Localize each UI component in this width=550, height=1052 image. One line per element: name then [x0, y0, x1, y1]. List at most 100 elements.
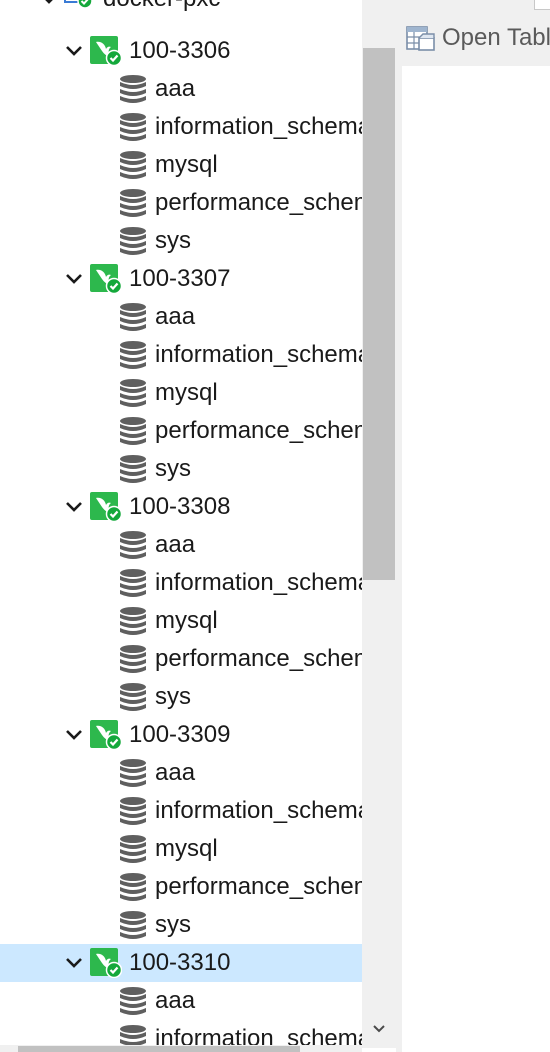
database-label: information_schema — [155, 113, 362, 140]
table-icon — [406, 24, 436, 52]
main-panel: Open Table — [396, 0, 550, 1052]
database-label: sys — [155, 911, 191, 938]
connection-label: 100-3306 — [129, 37, 231, 64]
database-label: sys — [155, 455, 191, 482]
connection-item[interactable]: 100-3308 — [0, 488, 362, 526]
connection-label: 100-3308 — [129, 493, 231, 520]
database-label: sys — [155, 227, 191, 254]
database-item[interactable]: mysql — [0, 146, 362, 184]
database-icon — [117, 339, 149, 371]
mysql-connection-icon — [90, 492, 123, 523]
connection-item[interactable]: 100-3306 — [0, 32, 362, 70]
database-label: information_schema — [155, 341, 362, 368]
vertical-scrollbar[interactable] — [362, 0, 396, 1048]
database-item[interactable]: aaa — [0, 982, 362, 1020]
mysql-connection-icon — [90, 36, 123, 67]
connection-item[interactable]: 100-3307 — [0, 260, 362, 298]
database-item[interactable]: sys — [0, 906, 362, 944]
database-label: aaa — [155, 303, 196, 330]
scroll-down-arrow[interactable] — [368, 1018, 390, 1040]
database-item[interactable]: mysql — [0, 602, 362, 640]
database-item[interactable]: performance_schema — [0, 412, 362, 450]
connection-item[interactable]: 100-3310 — [0, 944, 362, 982]
connection-item[interactable]: 100-3309 — [0, 716, 362, 754]
database-icon — [117, 415, 149, 447]
database-icon — [117, 909, 149, 941]
database-icon — [117, 795, 149, 827]
connection-group-icon — [64, 0, 96, 14]
database-item[interactable]: aaa — [0, 526, 362, 564]
database-icon — [117, 643, 149, 675]
database-label: performance_schema — [155, 873, 362, 900]
database-item[interactable]: performance_schema — [0, 868, 362, 906]
database-label: aaa — [155, 759, 196, 786]
database-item[interactable]: information_schema — [0, 564, 362, 602]
tree-root-label: docker-pxc — [103, 0, 220, 18]
chevron-down-icon[interactable] — [63, 724, 85, 746]
connection-label: 100-3309 — [129, 721, 231, 748]
mysql-connection-icon — [90, 264, 123, 295]
database-label: mysql — [155, 151, 218, 178]
chevron-down-icon[interactable] — [63, 40, 85, 62]
database-label: aaa — [155, 75, 196, 102]
database-icon — [117, 757, 149, 789]
horizontal-scrollbar-thumb[interactable] — [18, 1046, 300, 1052]
database-icon — [117, 681, 149, 713]
database-icon — [117, 871, 149, 903]
database-item[interactable]: sys — [0, 222, 362, 260]
database-item[interactable]: sys — [0, 450, 362, 488]
database-icon — [117, 187, 149, 219]
database-item[interactable]: performance_schema — [0, 184, 362, 222]
database-label: performance_schema — [155, 417, 362, 444]
mysql-connection-icon — [90, 948, 123, 979]
horizontal-scrollbar[interactable] — [0, 1045, 362, 1052]
database-item[interactable]: information_schema — [0, 108, 362, 146]
database-label: mysql — [155, 835, 218, 862]
database-label: aaa — [155, 987, 196, 1014]
object-content-area[interactable] — [402, 66, 550, 1052]
database-label: mysql — [155, 379, 218, 406]
database-icon — [117, 111, 149, 143]
database-item[interactable]: mysql — [0, 374, 362, 412]
database-label: performance_schema — [155, 645, 362, 672]
vertical-scrollbar-thumb[interactable] — [363, 48, 395, 580]
navigator-tree[interactable]: docker-pxc100-3306aaainformation_schemam… — [0, 0, 362, 1052]
database-icon — [117, 225, 149, 257]
database-icon — [117, 377, 149, 409]
database-item[interactable]: aaa — [0, 754, 362, 792]
connection-label: 100-3307 — [129, 265, 231, 292]
chevron-down-icon — [373, 1025, 385, 1033]
database-icon — [117, 567, 149, 599]
database-icon — [117, 149, 149, 181]
database-label: performance_schema — [155, 189, 362, 216]
database-label: information_schema — [155, 797, 362, 824]
database-icon — [117, 301, 149, 333]
database-item[interactable]: information_schema — [0, 336, 362, 374]
database-icon — [117, 453, 149, 485]
database-icon — [117, 605, 149, 637]
chevron-down-icon[interactable] — [63, 496, 85, 518]
database-icon — [117, 73, 149, 105]
database-item[interactable]: performance_schema — [0, 640, 362, 678]
mysql-connection-icon — [90, 720, 123, 751]
open-table-label: Open Table — [442, 24, 550, 51]
database-item[interactable]: mysql — [0, 830, 362, 868]
database-item[interactable]: aaa — [0, 298, 362, 336]
database-label: information_schema — [155, 569, 362, 596]
object-toolbar: Open Table — [396, 14, 550, 62]
database-item[interactable]: aaa — [0, 70, 362, 108]
database-icon — [117, 833, 149, 865]
database-item[interactable]: sys — [0, 678, 362, 716]
tree-root-item[interactable]: docker-pxc — [0, 0, 362, 18]
database-icon — [117, 529, 149, 561]
database-label: sys — [155, 683, 191, 710]
database-label: mysql — [155, 607, 218, 634]
chevron-down-icon[interactable] — [63, 268, 85, 290]
chevron-down-icon[interactable] — [63, 952, 85, 974]
connection-label: 100-3310 — [129, 949, 231, 976]
tab-stub[interactable] — [534, 0, 550, 10]
database-label: aaa — [155, 531, 196, 558]
database-icon — [117, 985, 149, 1017]
chevron-down-icon[interactable] — [38, 0, 60, 10]
database-item[interactable]: information_schema — [0, 792, 362, 830]
